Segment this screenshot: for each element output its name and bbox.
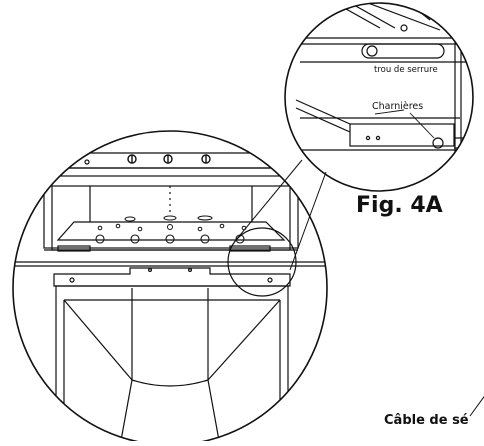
hinge-highlight-circle (227, 227, 297, 297)
lock-hole-label: trou de serrure (372, 65, 440, 75)
leader-line-1 (235, 159, 303, 241)
figure-label: Fig. 4A (356, 193, 443, 218)
hinges-label: Charnières (372, 101, 424, 112)
cable-pointer-line (469, 395, 484, 417)
zoom-detail-circle (284, 2, 474, 192)
hinge-pointer-line (374, 109, 405, 115)
leader-line-2 (289, 171, 327, 271)
knobs (127, 154, 211, 164)
main-detail-view (13, 152, 327, 445)
hinge-pointer-line-2 (409, 112, 435, 139)
cable-label: Câble de sé (384, 413, 469, 428)
